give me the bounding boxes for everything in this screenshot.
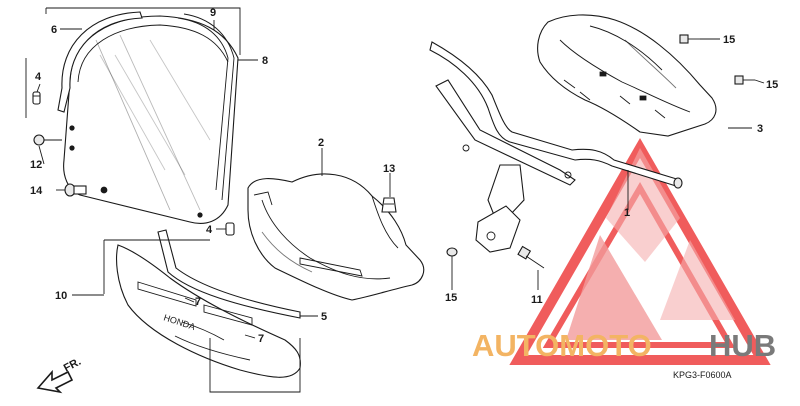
- handle-cover: [537, 14, 717, 137]
- callout-7-upper: 7: [195, 296, 201, 308]
- lower-cover-bracket: [103, 239, 301, 393]
- watermark-part1: AUTOMOTO: [472, 328, 652, 363]
- watermark-text: AUTOMOTO HUB: [472, 328, 776, 363]
- callout-5: 5: [321, 311, 327, 323]
- windscreen: [63, 15, 239, 224]
- callout-15-right: 15: [766, 79, 778, 91]
- screw-15-bottom: [446, 247, 458, 268]
- front-cover: [247, 173, 425, 301]
- windscreen-trim: [57, 11, 143, 113]
- callout-9: 9: [210, 7, 216, 19]
- grommet-14: [64, 183, 108, 197]
- callout-2: 2: [318, 137, 324, 149]
- leader-lines: [36, 20, 765, 339]
- bolt-11: [517, 245, 545, 269]
- bolt-12: [33, 134, 62, 146]
- screw-15-top: [679, 34, 700, 44]
- callout-6: 6: [51, 24, 57, 36]
- side-trim-5: [157, 229, 301, 319]
- callout-7-lower: 7: [258, 333, 264, 345]
- clip-13: [381, 197, 397, 213]
- callout-12: 12: [30, 159, 42, 171]
- front-arrow-label: FR.: [62, 356, 83, 375]
- rivet-4-bottom: [225, 222, 235, 236]
- watermark-part2: HUB: [709, 328, 776, 363]
- callout-13: 13: [383, 163, 395, 175]
- callout-11: 11: [531, 294, 543, 306]
- callout-4-bottom: 4: [206, 224, 213, 236]
- rivet-4-top: [32, 91, 41, 105]
- front-arrow: FR.: [36, 356, 83, 394]
- callout-4-top: 4: [35, 71, 42, 83]
- handlebar: [429, 41, 683, 253]
- windscreen-edge-molding: [177, 13, 235, 201]
- callout-3: 3: [757, 123, 763, 135]
- callout-10: 10: [55, 290, 67, 302]
- callout-14: 14: [30, 185, 43, 197]
- screw-15-right: [734, 75, 755, 85]
- diagram-code: KPG3-F0600A: [673, 370, 732, 380]
- watermark-logo: [509, 137, 771, 365]
- windscreen-bracket: [25, 7, 241, 118]
- callout-15-bottom: 15: [445, 292, 457, 304]
- callout-1: 1: [624, 207, 630, 219]
- callout-8: 8: [262, 55, 268, 67]
- callout-15-top: 15: [723, 34, 735, 46]
